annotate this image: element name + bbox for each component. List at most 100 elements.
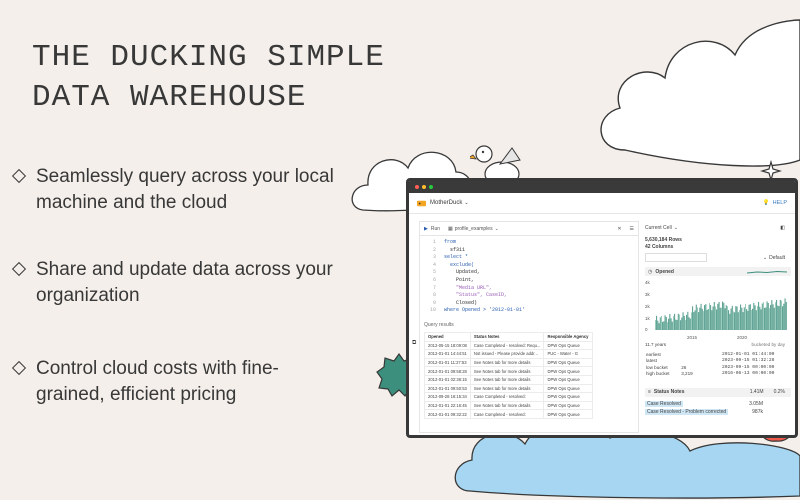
code-text: "Status", CaseID, bbox=[444, 292, 508, 299]
histogram-bar bbox=[745, 303, 746, 330]
panel-toggle-icon[interactable]: ◧ bbox=[780, 225, 785, 231]
help-button[interactable]: 💡 HELP bbox=[763, 200, 787, 206]
expand-icon[interactable]: ⧉ bbox=[412, 340, 417, 346]
chevron-down-icon: ⌄ bbox=[762, 254, 768, 261]
histogram-bar bbox=[691, 312, 692, 330]
histogram-bar bbox=[716, 309, 718, 330]
table-cell: See Notes tab for more details bbox=[469, 357, 545, 368]
histogram-bar bbox=[656, 315, 658, 330]
histogram-bar bbox=[659, 317, 661, 330]
table-cell: Case Completed - resolved: Requ... bbox=[469, 340, 545, 351]
close-dot-icon[interactable] bbox=[415, 185, 419, 189]
stat-cell: high bucket bbox=[646, 371, 670, 377]
histogram-bar bbox=[707, 309, 709, 330]
histogram-bar bbox=[706, 309, 708, 330]
status-notes-count: 1.41M bbox=[749, 389, 764, 396]
stat-cell: 2023-09-15 00:00:00 bbox=[721, 364, 775, 370]
help-label: HELP bbox=[772, 200, 787, 206]
database-selector[interactable]: ▦ profile_examples ⌄ bbox=[448, 226, 499, 232]
histogram-bar bbox=[747, 310, 749, 330]
code-text: select * bbox=[444, 254, 469, 261]
code-text: "Media URL", bbox=[444, 284, 493, 291]
histogram-bar bbox=[657, 320, 659, 330]
table-cell: 2012-05-15 18:09:08 bbox=[424, 340, 471, 351]
table-cell: 2012-01-01 09:50:53 bbox=[424, 383, 471, 394]
run-button[interactable]: ▶ Run bbox=[424, 226, 440, 232]
line-number: 5 bbox=[432, 269, 436, 276]
histogram-bar bbox=[770, 304, 772, 330]
stat-cell: earliest bbox=[646, 352, 661, 357]
diamond-icon bbox=[11, 360, 27, 376]
value-count: 3.05M bbox=[749, 400, 763, 407]
histogram-bar bbox=[761, 303, 763, 330]
histogram-bar bbox=[662, 321, 664, 330]
code-line: 9 Closed) bbox=[424, 300, 638, 308]
code-line: 8 "Status", CaseID, bbox=[424, 292, 638, 300]
minimize-dot-icon[interactable] bbox=[422, 185, 426, 189]
diamond-icon bbox=[11, 261, 27, 277]
status-notes-column-label[interactable]: Status Notes bbox=[653, 389, 685, 396]
menu-icon[interactable]: ☰ bbox=[629, 225, 634, 232]
app-name[interactable]: MotherDuck bbox=[430, 200, 463, 206]
column-header[interactable]: Status Notes bbox=[469, 332, 545, 342]
chevron-down-icon[interactable]: ⌄ bbox=[464, 200, 469, 206]
histogram-bar bbox=[776, 299, 778, 330]
bullet-item: Seamlessly query across your local machi… bbox=[11, 164, 336, 216]
histogram-bar bbox=[740, 304, 742, 330]
maximize-dot-icon[interactable] bbox=[429, 185, 433, 189]
histogram-bar bbox=[783, 303, 785, 330]
histogram-bar bbox=[748, 304, 750, 330]
histogram-bar bbox=[725, 305, 727, 330]
line-number: 10 bbox=[429, 307, 436, 314]
stat-row: earliest 2012-01-01 01:44:00 bbox=[645, 352, 791, 358]
histogram-bar bbox=[701, 308, 703, 330]
histogram-bar bbox=[674, 313, 676, 330]
histogram-bar bbox=[713, 301, 715, 330]
text-icon: ≡ bbox=[648, 389, 651, 396]
code-text: from bbox=[444, 239, 457, 245]
table-cell: See Notes tab for more details bbox=[469, 383, 545, 394]
line-number: 8 bbox=[432, 292, 436, 299]
code-text: exclude( bbox=[444, 261, 475, 268]
close-icon[interactable]: ✕ bbox=[617, 225, 622, 232]
histogram-bar bbox=[676, 319, 678, 330]
opened-histogram: 4k 3k 2k 1k 0 2015 2020 bbox=[645, 280, 787, 340]
histogram-bar bbox=[703, 311, 704, 330]
histogram-bar bbox=[664, 315, 666, 330]
current-cell-selector[interactable]: Current Cell bbox=[645, 225, 672, 231]
column-header[interactable]: Opened bbox=[424, 332, 471, 342]
filter-input[interactable] bbox=[645, 253, 707, 262]
app-header: MotherDuck ⌄ 💡 HELP bbox=[409, 193, 795, 214]
chevron-down-icon[interactable]: ⌄ bbox=[673, 225, 678, 231]
motherduck-logo-icon bbox=[417, 200, 426, 206]
stat-cell: 2012-01-01 01:44:00 bbox=[721, 352, 775, 357]
view-selector[interactable]: ⌄ Default bbox=[763, 255, 785, 261]
histogram-bar bbox=[661, 315, 662, 330]
histogram-bar bbox=[679, 314, 680, 330]
histogram-bar bbox=[769, 308, 770, 330]
y-tick-label: 4k bbox=[645, 280, 651, 285]
time-span: 11.7 years bbox=[645, 342, 667, 347]
chevron-down-icon: ⌄ bbox=[494, 225, 499, 232]
column-header[interactable]: Responsible Agency bbox=[543, 332, 593, 342]
histogram-bar bbox=[687, 311, 689, 330]
line-number: 7 bbox=[432, 284, 436, 291]
opened-column-label[interactable]: Opened bbox=[655, 268, 674, 275]
histogram-bar bbox=[715, 306, 716, 330]
code-line: 6 Point, bbox=[424, 277, 638, 285]
